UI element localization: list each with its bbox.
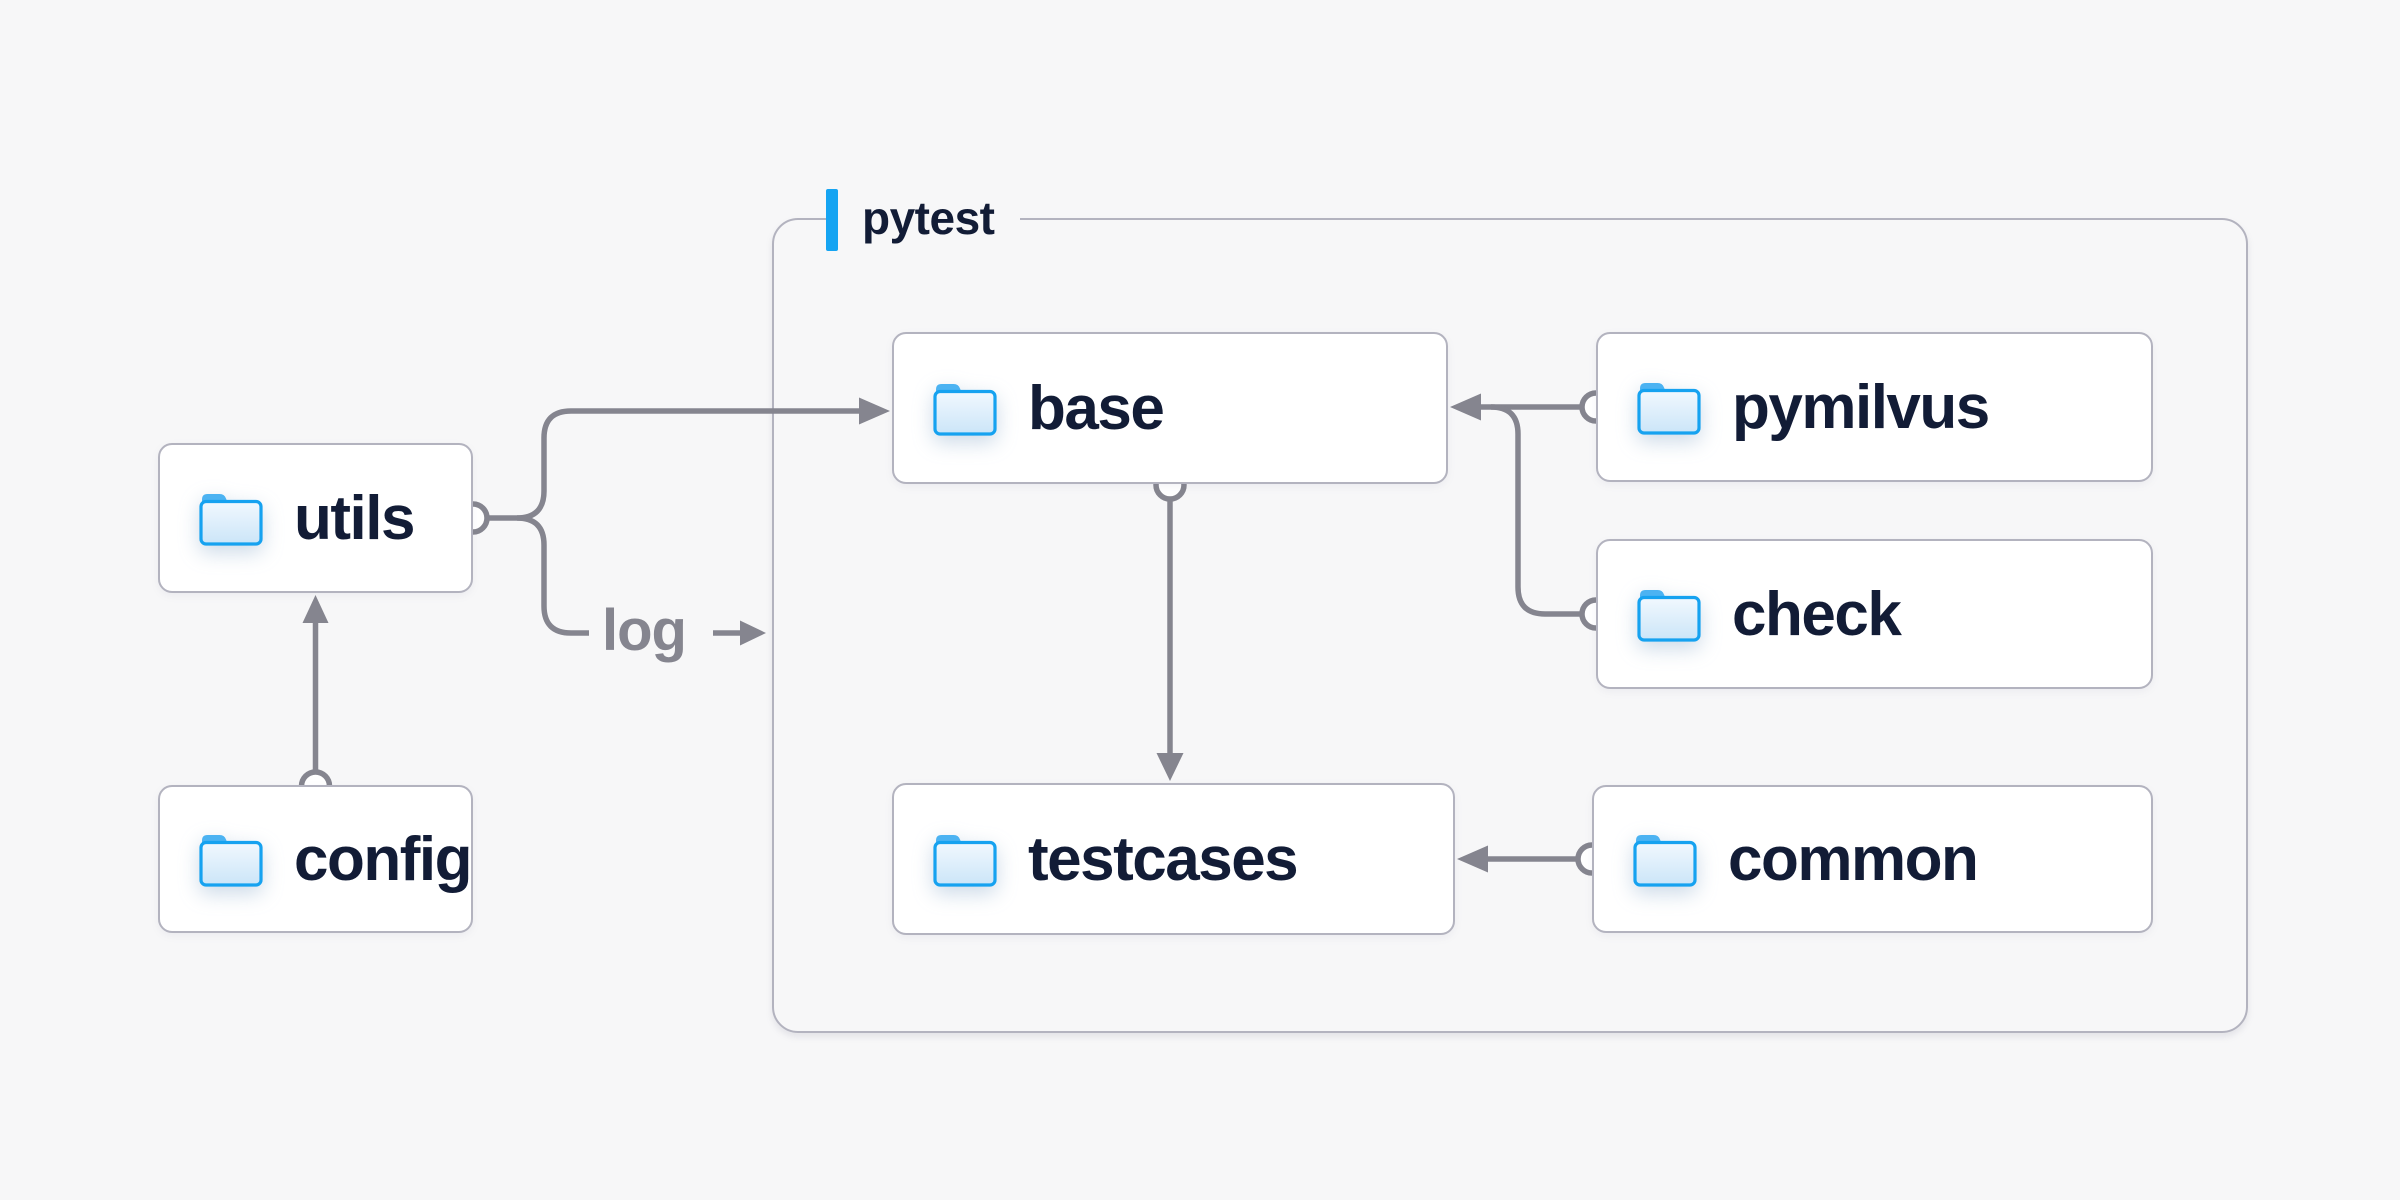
node-common: common <box>1592 785 2153 933</box>
node-base: base <box>892 332 1448 484</box>
pytest-container: pytest <box>772 187 2248 1033</box>
accent-bar-icon <box>826 189 838 251</box>
node-testcases: testcases <box>892 783 1455 935</box>
folder-icon <box>199 832 263 887</box>
folder-icon <box>933 381 997 436</box>
folder-icon <box>1637 587 1701 642</box>
node-pymilvus: pymilvus <box>1596 332 2153 482</box>
folder-icon <box>1637 380 1701 435</box>
node-config: config <box>158 785 473 933</box>
pytest-label-text: pytest <box>862 192 995 244</box>
node-pymilvus-label: pymilvus <box>1732 372 1990 442</box>
arrowhead-up-utils <box>302 595 329 623</box>
edge-utils-log <box>516 515 589 636</box>
node-check: check <box>1596 539 2153 689</box>
edge-label-log: log <box>602 597 687 663</box>
node-base-label: base <box>1028 373 1165 443</box>
arrowhead-right-pytest-border <box>740 620 766 646</box>
folder-icon <box>1633 832 1697 887</box>
node-check-label: check <box>1732 579 1902 649</box>
node-common-label: common <box>1728 824 1979 894</box>
node-config-label: config <box>294 824 472 894</box>
folder-icon <box>199 491 263 546</box>
node-utils: utils <box>158 443 473 593</box>
node-utils-label: utils <box>294 483 415 553</box>
folder-icon <box>933 832 997 887</box>
node-testcases-label: testcases <box>1028 824 1299 894</box>
pytest-label: pytest <box>826 187 1021 253</box>
